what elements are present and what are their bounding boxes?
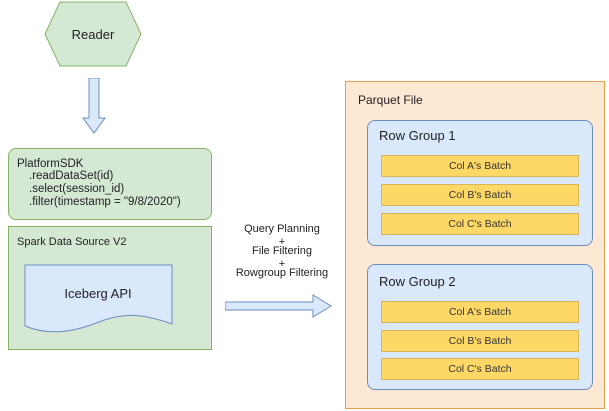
plus-label: + xyxy=(278,258,286,270)
col-b-batch-1: Col B's Batch xyxy=(381,184,579,206)
iceberg-api-label: Iceberg API xyxy=(64,286,132,301)
rowgroup-filtering-label: Rowgroup Filtering xyxy=(235,267,329,279)
col-a-batch-1: Col A's Batch xyxy=(381,155,579,177)
reader-label: Reader xyxy=(71,26,115,42)
query-planning-label: Query Planning xyxy=(244,223,320,235)
down-arrow xyxy=(82,78,106,134)
right-arrow xyxy=(225,294,332,318)
col-b-batch-2: Col B's Batch xyxy=(381,330,579,352)
col-a-batch-2: Col A's Batch xyxy=(381,301,579,323)
row-group-1-title: Row Group 1 xyxy=(379,128,456,143)
parquet-file-title: Parquet File xyxy=(358,93,423,107)
sdk-line-select: .select(session_id) xyxy=(29,183,125,195)
plus-label: + xyxy=(278,236,286,248)
iceberg-api-document xyxy=(24,264,173,333)
spark-data-source-title: Spark Data Source V2 xyxy=(17,236,127,248)
sdk-line-name: PlatformSDK xyxy=(17,158,84,170)
col-c-batch-1: Col C's Batch xyxy=(381,213,579,235)
sdk-line-read: .readDataSet(id) xyxy=(29,170,114,182)
platform-sdk-box xyxy=(8,148,212,220)
row-group-2-title: Row Group 2 xyxy=(379,274,456,289)
sdk-line-filter: .filter(timestamp = "9/8/2020") xyxy=(29,196,181,208)
file-filtering-label: File Filtering xyxy=(252,245,312,257)
reader-hexagon xyxy=(44,1,142,67)
col-c-batch-2: Col C's Batch xyxy=(381,358,579,380)
